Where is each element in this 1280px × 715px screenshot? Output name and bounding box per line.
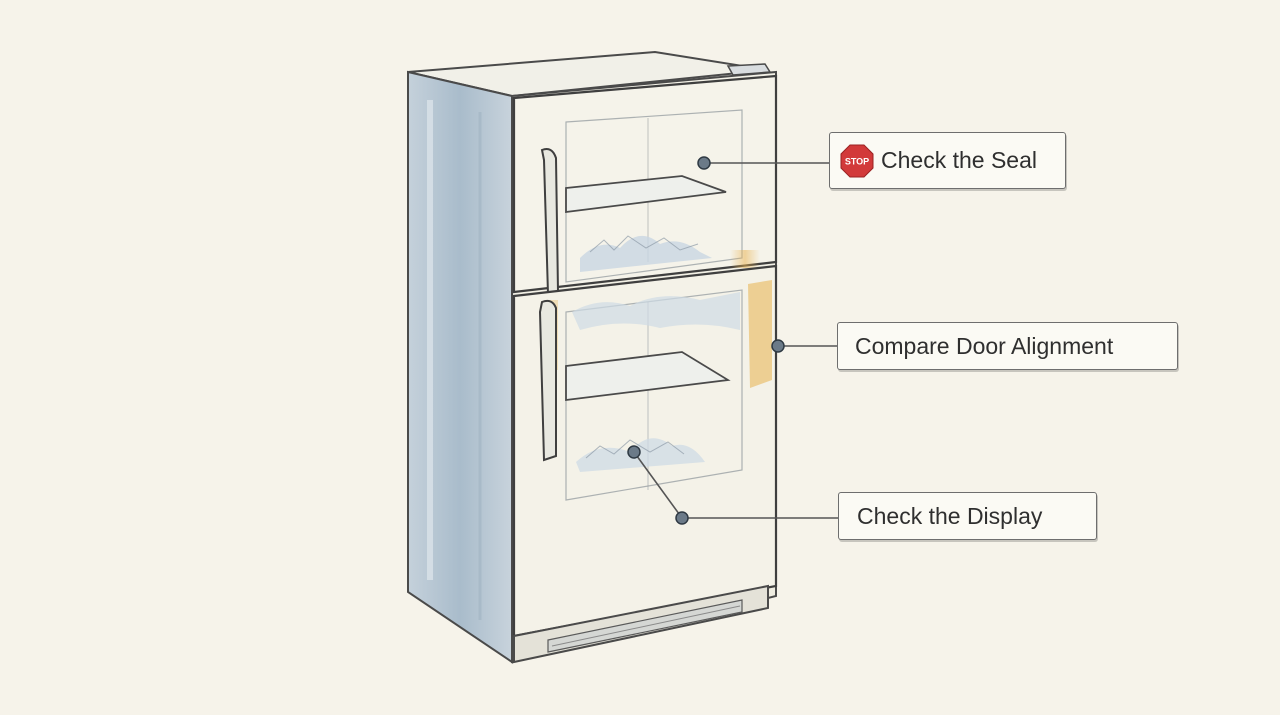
callout-compare-door-alignment: Compare Door Alignment <box>837 322 1178 370</box>
refrigerator-frost-bottom <box>576 438 705 472</box>
door-alignment-stain <box>748 280 772 388</box>
leader-dot-alignment <box>771 339 785 353</box>
callout-check-display: Check the Display <box>838 492 1097 540</box>
stop-sign-icon: STOP <box>840 144 874 177</box>
refrigerator-handle <box>538 299 557 462</box>
fridge-side <box>407 70 513 664</box>
leader-dot-seal <box>697 156 711 170</box>
refrigerator-frost-top <box>572 292 740 330</box>
refrigerator-shelf <box>565 351 731 402</box>
freezer-shelf <box>565 175 727 214</box>
svg-text:STOP: STOP <box>845 156 869 166</box>
callout-label-alignment: Compare Door Alignment <box>855 332 1114 359</box>
leader-dots <box>627 156 785 525</box>
callout-check-seal: STOP Check the Seal <box>829 132 1066 189</box>
leader-dot-display-upper <box>627 445 641 459</box>
callout-label-display: Check the Display <box>857 502 1043 529</box>
leader-dot-display-lower <box>675 511 689 525</box>
callout-label-seal: Check the Seal <box>881 147 1037 173</box>
freezer-frost <box>580 235 712 272</box>
